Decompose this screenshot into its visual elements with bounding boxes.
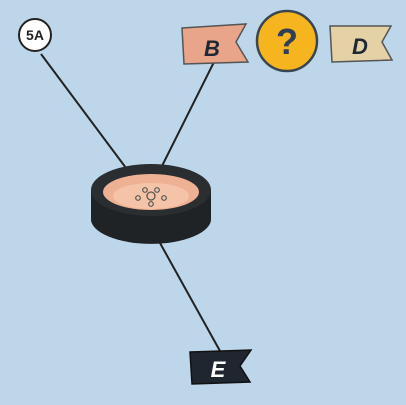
flag-e: E	[189, 349, 253, 385]
question-badge-icon: ?	[255, 9, 319, 73]
flag-b: B	[181, 23, 250, 65]
wheel-tire-icon	[91, 164, 211, 244]
connector-a-to-wheel	[40, 53, 127, 169]
label-5a-text: 5A	[26, 27, 44, 43]
flag-e-text: E	[211, 357, 227, 382]
flag-d-text: D	[352, 34, 368, 59]
connector-wheel-to-e	[159, 242, 221, 352]
label-circle-5a: 5A	[18, 18, 52, 52]
connector-b-to-wheel	[159, 61, 215, 171]
question-text: ?	[276, 21, 298, 62]
flag-d: D	[329, 25, 394, 63]
flag-b-text: B	[204, 36, 220, 61]
